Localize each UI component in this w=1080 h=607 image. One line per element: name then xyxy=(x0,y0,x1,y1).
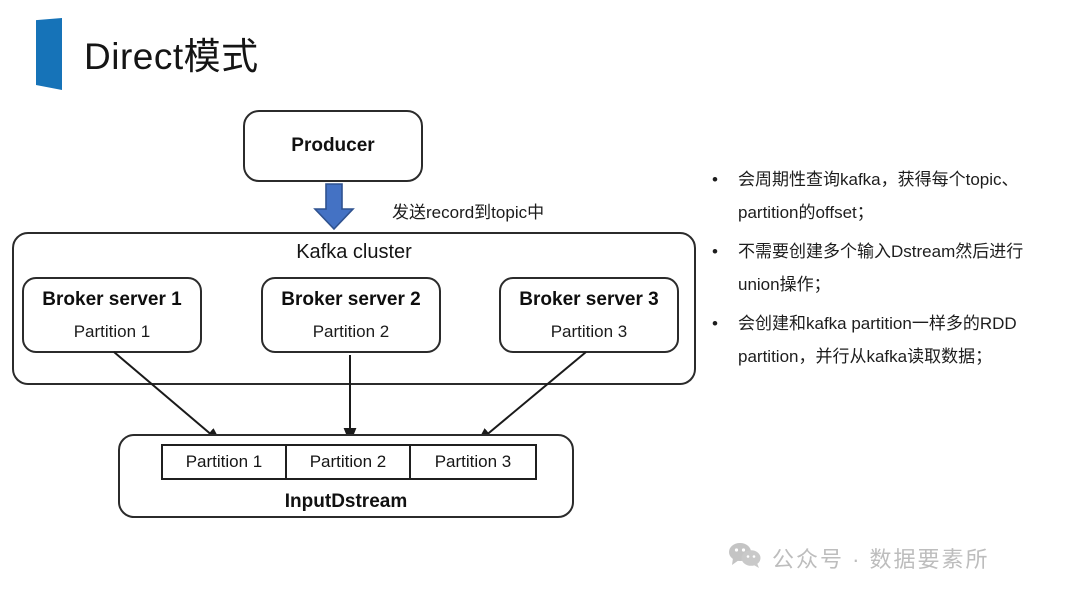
send-record-label: 发送record到topic中 xyxy=(392,203,545,222)
watermark-text: 公众号 · 数据要素所 xyxy=(772,546,990,572)
broker-server-3-box: Broker server 3 Partition 3 xyxy=(499,277,679,353)
bullet-item-2: • 不需要创建多个输入Dstream然后进行union操作； xyxy=(706,235,1058,301)
broker-server-2-partition: Partition 2 xyxy=(312,322,390,341)
title-accent-bar xyxy=(36,18,62,90)
broker-server-1-partition: Partition 1 xyxy=(73,322,151,341)
page-title: Direct模式 xyxy=(84,36,259,77)
input-dstream-partition-strip: Partition 1 Partition 2 Partition 3 xyxy=(161,444,537,480)
broker-server-2-box: Broker server 2 Partition 2 xyxy=(261,277,441,353)
bullet-marker-icon: • xyxy=(712,170,718,189)
kafka-cluster-label: Kafka cluster xyxy=(296,241,412,263)
broker-server-1-box: Broker server 1 Partition 1 xyxy=(22,277,202,353)
broker-server-2-title: Broker server 2 xyxy=(281,289,421,310)
input-dstream-label: InputDstream xyxy=(284,491,408,512)
bullet-item-1: • 会周期性查询kafka，获得每个topic、partition的offset… xyxy=(706,163,1058,229)
producer-down-arrow-icon xyxy=(313,183,355,231)
wechat-icon xyxy=(728,541,762,574)
bullet-text-1: 会周期性查询kafka，获得每个topic、partition的offset； xyxy=(738,170,1019,222)
bullet-marker-icon: • xyxy=(712,314,718,333)
bullet-text-2: 不需要创建多个输入Dstream然后进行union操作； xyxy=(738,242,1024,294)
input-partition-3: Partition 3 xyxy=(434,452,512,471)
bullet-item-3: • 会创建和kafka partition一样多的RDD partition，并… xyxy=(706,307,1058,373)
producer-label: Producer xyxy=(291,135,375,156)
broker-server-1-title: Broker server 1 xyxy=(42,289,182,310)
broker-server-3-partition: Partition 3 xyxy=(550,322,628,341)
input-partition-1: Partition 1 xyxy=(163,446,287,478)
bullet-marker-icon: • xyxy=(712,242,718,261)
bullet-list: • 会周期性查询kafka，获得每个topic、partition的offset… xyxy=(706,163,1058,379)
watermark: 公众号 · 数据要素所 xyxy=(728,541,990,574)
bullet-text-3: 会创建和kafka partition一样多的RDD partition，并行从… xyxy=(738,314,1017,366)
producer-box: Producer xyxy=(243,110,423,182)
broker-server-3-title: Broker server 3 xyxy=(519,289,659,310)
input-partition-2: Partition 2 xyxy=(287,446,411,478)
